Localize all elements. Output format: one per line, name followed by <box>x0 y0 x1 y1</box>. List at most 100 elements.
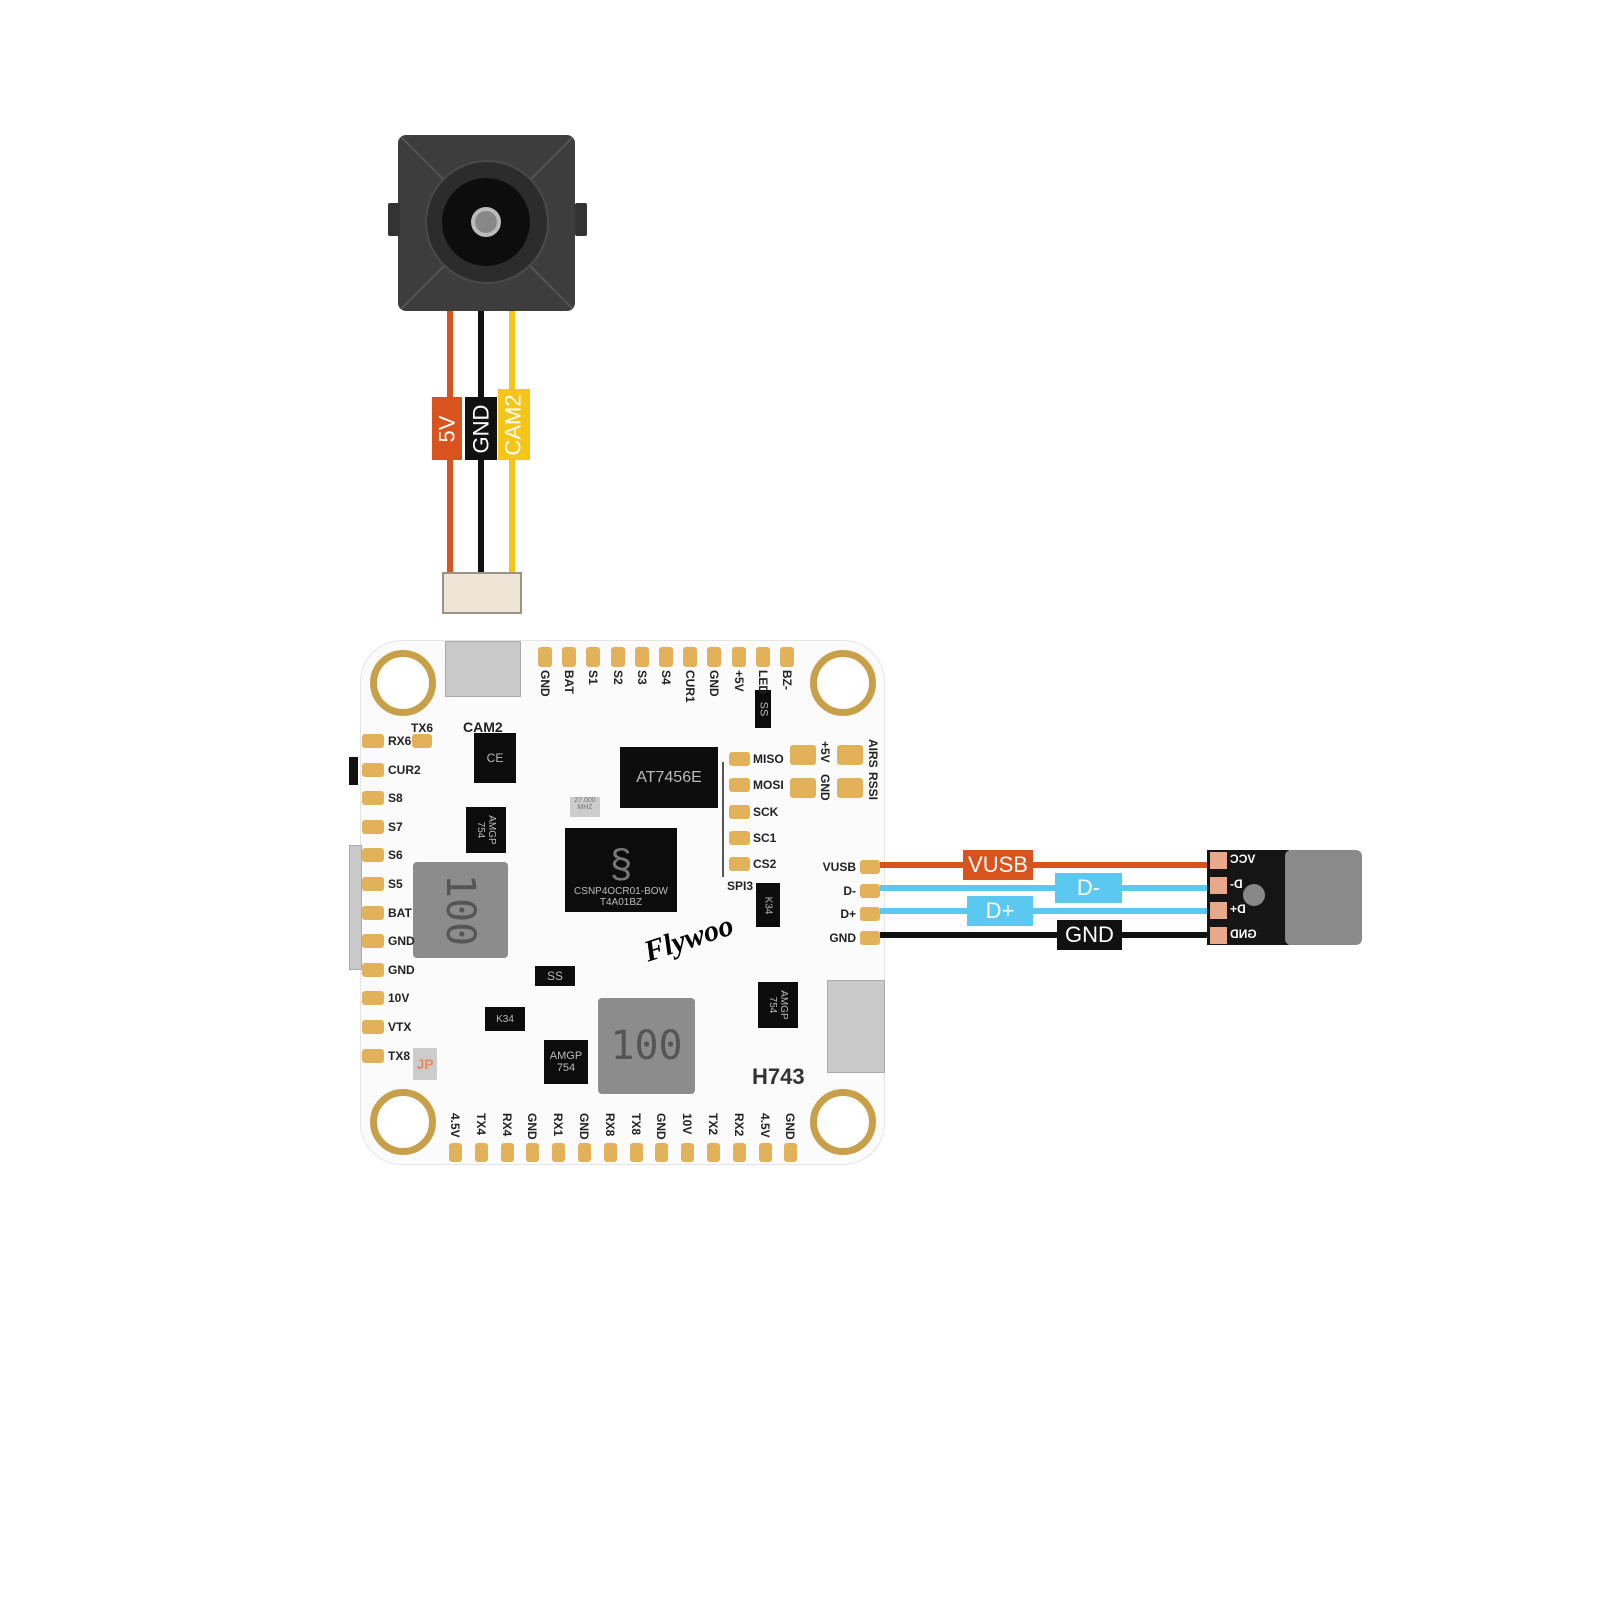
pad-label: S5 <box>388 877 403 891</box>
mount-hole <box>370 650 436 716</box>
pad-label: GND <box>388 934 415 949</box>
pad <box>731 647 746 667</box>
pad-label: VUSB <box>822 860 856 874</box>
pad-label: RX6 <box>388 734 412 748</box>
pad-label: S1 <box>586 670 601 685</box>
chip-ss: SS <box>755 690 771 728</box>
jumper-jp: JP <box>413 1048 437 1080</box>
pad-label: +5V <box>731 670 746 692</box>
pad <box>362 848 384 863</box>
camera-lens-center <box>471 207 501 237</box>
pad-label: GND <box>654 1113 669 1140</box>
pad-label: TX2 <box>706 1113 720 1136</box>
mount-hole <box>810 650 876 716</box>
pad <box>362 1048 384 1063</box>
pad-label: GND <box>538 670 552 697</box>
pad <box>790 745 816 765</box>
pad-label: S3 <box>634 670 649 685</box>
pad-label: RSSI <box>866 772 880 801</box>
pad-tx6 <box>412 734 432 748</box>
pad-label: LED <box>755 670 770 694</box>
pad <box>362 905 384 920</box>
wire-d-plus <box>880 908 1210 914</box>
wire-label-gnd-usb: GND <box>1057 920 1122 950</box>
inductor: 100 <box>413 862 508 958</box>
usb-c-connector <box>1285 850 1362 945</box>
pad <box>732 1143 746 1162</box>
camera-connector <box>442 572 522 614</box>
pad-label: BZ- <box>780 670 794 690</box>
crystal: 27.000 MHZ <box>570 797 600 817</box>
usb-board-pad <box>1210 927 1227 944</box>
pad-label: AIRS <box>866 739 880 768</box>
wire-label-5v: 5V <box>432 397 462 460</box>
pad <box>729 830 750 845</box>
chip-ss: SS <box>535 966 575 986</box>
pad-label: S6 <box>388 848 403 863</box>
pad <box>707 647 722 667</box>
chip-k34: K34 <box>756 883 780 927</box>
usb-board-pad <box>1210 877 1227 894</box>
pad-label: D- <box>843 883 856 898</box>
pad <box>474 1143 488 1162</box>
pad <box>784 1143 798 1162</box>
pad-label: SCK <box>753 804 779 819</box>
usb-board-pad-label: VCC <box>1230 852 1256 866</box>
pad <box>729 778 750 793</box>
wire-label-d-minus: D- <box>1055 873 1122 903</box>
chip-k34: K34 <box>485 1007 525 1031</box>
pad-label: GND <box>707 670 722 697</box>
chip-osd: AT7456E <box>620 747 718 808</box>
pad <box>655 1143 669 1162</box>
usb-board-pad <box>1210 902 1227 919</box>
camera-ear <box>388 203 400 236</box>
pad <box>362 877 384 891</box>
pad-label: MOSI <box>753 778 784 793</box>
pad-label: GND <box>525 1113 540 1140</box>
camera-ear <box>575 203 587 236</box>
pad <box>707 1143 720 1162</box>
pad <box>362 934 384 949</box>
pad-label: 4.5V <box>757 1113 772 1138</box>
mount-hole <box>370 1089 436 1155</box>
pad-label: 10V <box>680 1113 695 1135</box>
pad-label: MISO <box>753 752 784 766</box>
chip-ce: CE <box>474 733 516 783</box>
pad-label: 10V <box>388 991 410 1006</box>
pad-label: S2 <box>610 670 625 685</box>
pad-label: BAT <box>388 905 412 920</box>
label-tx6: TX6 <box>411 721 434 735</box>
pad <box>729 752 750 766</box>
pad <box>552 1143 566 1162</box>
wire-d-minus <box>880 885 1210 891</box>
chip-amgp: AMGP 754 <box>544 1040 588 1084</box>
pad <box>362 991 384 1006</box>
usb-board-hole <box>1243 884 1265 906</box>
pad <box>837 778 863 798</box>
label-spi3: SPI3 <box>727 879 754 893</box>
model-label: H743 <box>752 1064 805 1089</box>
usb-port-side <box>349 845 362 970</box>
pad <box>780 647 794 667</box>
pad-label: BAT <box>562 670 577 694</box>
pad-label: SC1 <box>753 830 777 845</box>
pad <box>449 1143 462 1162</box>
inductor: 100 <box>598 998 695 1094</box>
pad-label: GND <box>783 1113 798 1140</box>
pad-label: CUR1 <box>683 670 698 703</box>
pad-label: RX2 <box>731 1113 746 1137</box>
button <box>349 757 358 785</box>
pad <box>659 647 673 667</box>
pad-label: TX8 <box>388 1048 411 1063</box>
pad-label: RX4 <box>499 1113 514 1137</box>
pad <box>681 1143 695 1162</box>
pad-label: S4 <box>659 670 673 685</box>
pad-label: GND <box>388 962 415 977</box>
pad-label: RX8 <box>602 1113 617 1137</box>
pad <box>578 1143 591 1162</box>
pad-label: CUR2 <box>388 762 421 777</box>
usb-board-pad-label: D+ <box>1230 902 1246 916</box>
pad <box>603 1143 617 1162</box>
pad-label: D+ <box>840 907 856 922</box>
